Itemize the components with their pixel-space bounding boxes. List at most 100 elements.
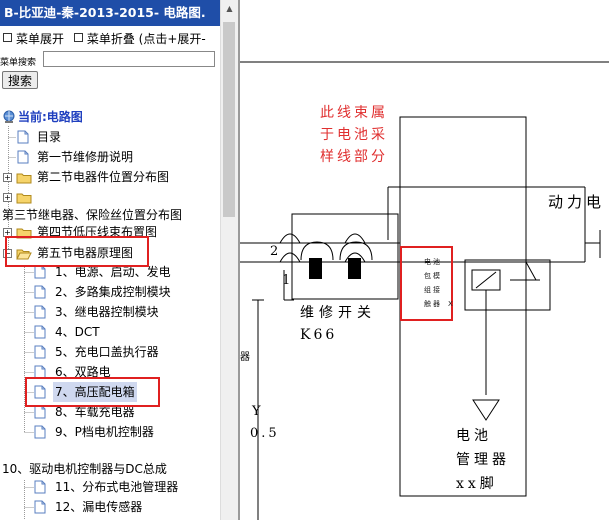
tree-root[interactable]: 当前:电路图 xyxy=(0,107,220,127)
expand-menu-link[interactable]: 菜单展开 xyxy=(16,32,65,46)
document-icon xyxy=(34,345,46,359)
tree-item-label: 第三节继电器、保险丝位置分布图 xyxy=(2,208,183,222)
tree-item[interactable]: 11、分布式电池管理器 xyxy=(0,477,220,497)
tree-item[interactable]: 6、双路电 xyxy=(0,362,220,382)
switch-contact xyxy=(348,258,361,279)
tree-folder-expanded[interactable]: − 第五节电器原理图 xyxy=(0,243,220,263)
tree-item[interactable]: 12、漏电传感器 xyxy=(0,497,220,517)
tree-item-label: 第一节维修册说明 xyxy=(37,150,134,164)
scroll-thumb[interactable] xyxy=(223,22,235,217)
bms-label-3: xx脚 xyxy=(456,476,498,492)
wire-1-label: 1 xyxy=(282,273,290,288)
document-icon xyxy=(34,480,46,494)
search-button[interactable]: 搜索 xyxy=(2,71,38,89)
contactor-box xyxy=(464,259,551,311)
document-icon xyxy=(34,500,46,514)
bms-label-1: 电池 xyxy=(456,428,492,444)
tree-root-label: 当前:电路图 xyxy=(18,110,83,124)
contactor-label-3: 组接 xyxy=(424,285,442,294)
search-label: 菜单搜索 xyxy=(0,58,37,68)
tree-item[interactable]: 8、车载充电器 xyxy=(0,402,220,422)
tree-item-label: 10、驱动电机控制器与DC总成 xyxy=(2,462,167,476)
tree-item-label: 9、P档电机控制器 xyxy=(55,425,154,439)
document-icon xyxy=(34,385,46,399)
switch-contact xyxy=(309,258,322,279)
contactor-label-1: 电池 xyxy=(424,257,442,266)
circuit-diagram: 此线束属 于电池采 样线部分 动力电 2 1 维修开关 K66 器 Y 0.5 … xyxy=(240,61,609,520)
tree-item[interactable]: 2、多路集成控制模块 xyxy=(0,282,220,302)
document-icon xyxy=(34,425,46,439)
contactor-suffix: X xyxy=(448,300,453,308)
tree-item-label: 12、漏电传感器 xyxy=(55,500,143,514)
tree-folder[interactable]: + xyxy=(0,187,220,207)
expand-icon[interactable]: + xyxy=(3,193,12,202)
folder-icon xyxy=(16,228,32,239)
expand-icon[interactable]: + xyxy=(3,173,12,182)
service-switch-label: 维修开关 xyxy=(300,305,376,321)
navigation-panel: B-比亚迪-秦-2013-2015- 电路图. 菜单展开 菜单折叠 (点击+展开… xyxy=(0,0,220,520)
highlight-box xyxy=(5,236,149,267)
tree-item-label: 目录 xyxy=(37,130,62,144)
bms-label-2: 管理器 xyxy=(456,452,510,468)
contactor-label-4: 触器 xyxy=(424,299,442,308)
ground-symbol xyxy=(472,399,500,421)
tree-item-label: 2、多路集成控制模块 xyxy=(55,285,171,299)
tree-item[interactable]: 第一节维修册说明 xyxy=(0,147,220,167)
document-icon xyxy=(34,305,46,319)
tree-item[interactable]: 第三节继电器、保险丝位置分布图 xyxy=(0,205,220,225)
tree-item-label: 4、DCT xyxy=(55,325,100,339)
note-line-2: 于电池采 xyxy=(320,127,388,143)
tree-item[interactable]: 5、充电口盖执行器 xyxy=(0,342,220,362)
collapse-menu-link[interactable]: 菜单折叠 (点击+展开- xyxy=(86,32,206,46)
tree-item-label: 1、电源、启动、发电 xyxy=(55,265,171,279)
folder-icon xyxy=(16,193,32,204)
tree-scrollbar[interactable]: ▲ xyxy=(220,0,238,520)
tree-item-selected[interactable]: 7、高压配电箱 xyxy=(0,382,220,402)
tree-folder[interactable]: + 第二节电器件位置分布图 xyxy=(0,167,220,187)
tree-item[interactable]: 9、P档电机控制器 xyxy=(0,422,220,442)
highlight-box xyxy=(25,377,160,407)
document-icon xyxy=(17,130,29,144)
window-title: B-比亚迪-秦-2013-2015- 电路图. xyxy=(0,0,220,26)
tree-item[interactable]: 10、驱动电机控制器与DC总成 xyxy=(0,459,220,479)
service-switch-box xyxy=(291,213,399,300)
document-icon xyxy=(34,265,46,279)
y-value: 0.5 xyxy=(250,426,280,441)
document-icon xyxy=(34,325,46,339)
tree-item-label: 6、双路电 xyxy=(55,365,111,379)
edge-label: 器 xyxy=(240,351,250,363)
tree-item-label: 第五节电器原理图 xyxy=(37,246,134,260)
document-icon xyxy=(34,365,46,379)
panel-divider[interactable] xyxy=(238,0,240,520)
tree-item[interactable]: 3、继电器控制模块 xyxy=(0,302,220,322)
tree-item[interactable]: 4、DCT xyxy=(0,322,220,342)
square-icon xyxy=(3,33,12,42)
document-icon xyxy=(34,405,46,419)
tree-item-label: 7、高压配电箱 xyxy=(53,382,137,402)
menu-bar: 菜单展开 菜单折叠 (点击+展开- xyxy=(0,30,220,46)
service-switch-code: K66 xyxy=(300,327,337,343)
square-icon xyxy=(73,33,83,42)
tree-item-label: 第二节电器件位置分布图 xyxy=(37,170,170,184)
tree-item[interactable]: 目录 xyxy=(0,127,220,147)
folder-icon xyxy=(16,173,32,184)
highlight-box xyxy=(400,246,453,321)
collapse-icon[interactable]: − xyxy=(3,249,12,258)
search-row: 菜单搜索 xyxy=(0,51,220,71)
document-icon xyxy=(17,150,29,164)
tree-item-label: 11、分布式电池管理器 xyxy=(55,480,179,494)
open-folder-icon xyxy=(16,249,32,260)
globe-icon xyxy=(3,110,15,123)
tree-item-label: 5、充电口盖执行器 xyxy=(55,345,159,359)
tree-item[interactable]: 1、电源、启动、发电 xyxy=(0,262,220,282)
tree-item-label: 3、继电器控制模块 xyxy=(55,305,159,319)
power-label: 动力电 xyxy=(548,193,605,211)
tree-folder[interactable]: + 第四节低压线束布置图 xyxy=(0,222,220,242)
tree-item-label: 8、车载充电器 xyxy=(55,405,135,419)
scroll-up-arrow-icon[interactable]: ▲ xyxy=(226,4,233,13)
wire-2-label: 2 xyxy=(270,244,278,259)
tree-item-label: 第四节低压线束布置图 xyxy=(37,225,158,239)
search-input[interactable] xyxy=(43,51,215,67)
tree-lines xyxy=(8,126,34,520)
note-line-1: 此线束属 xyxy=(320,105,388,121)
